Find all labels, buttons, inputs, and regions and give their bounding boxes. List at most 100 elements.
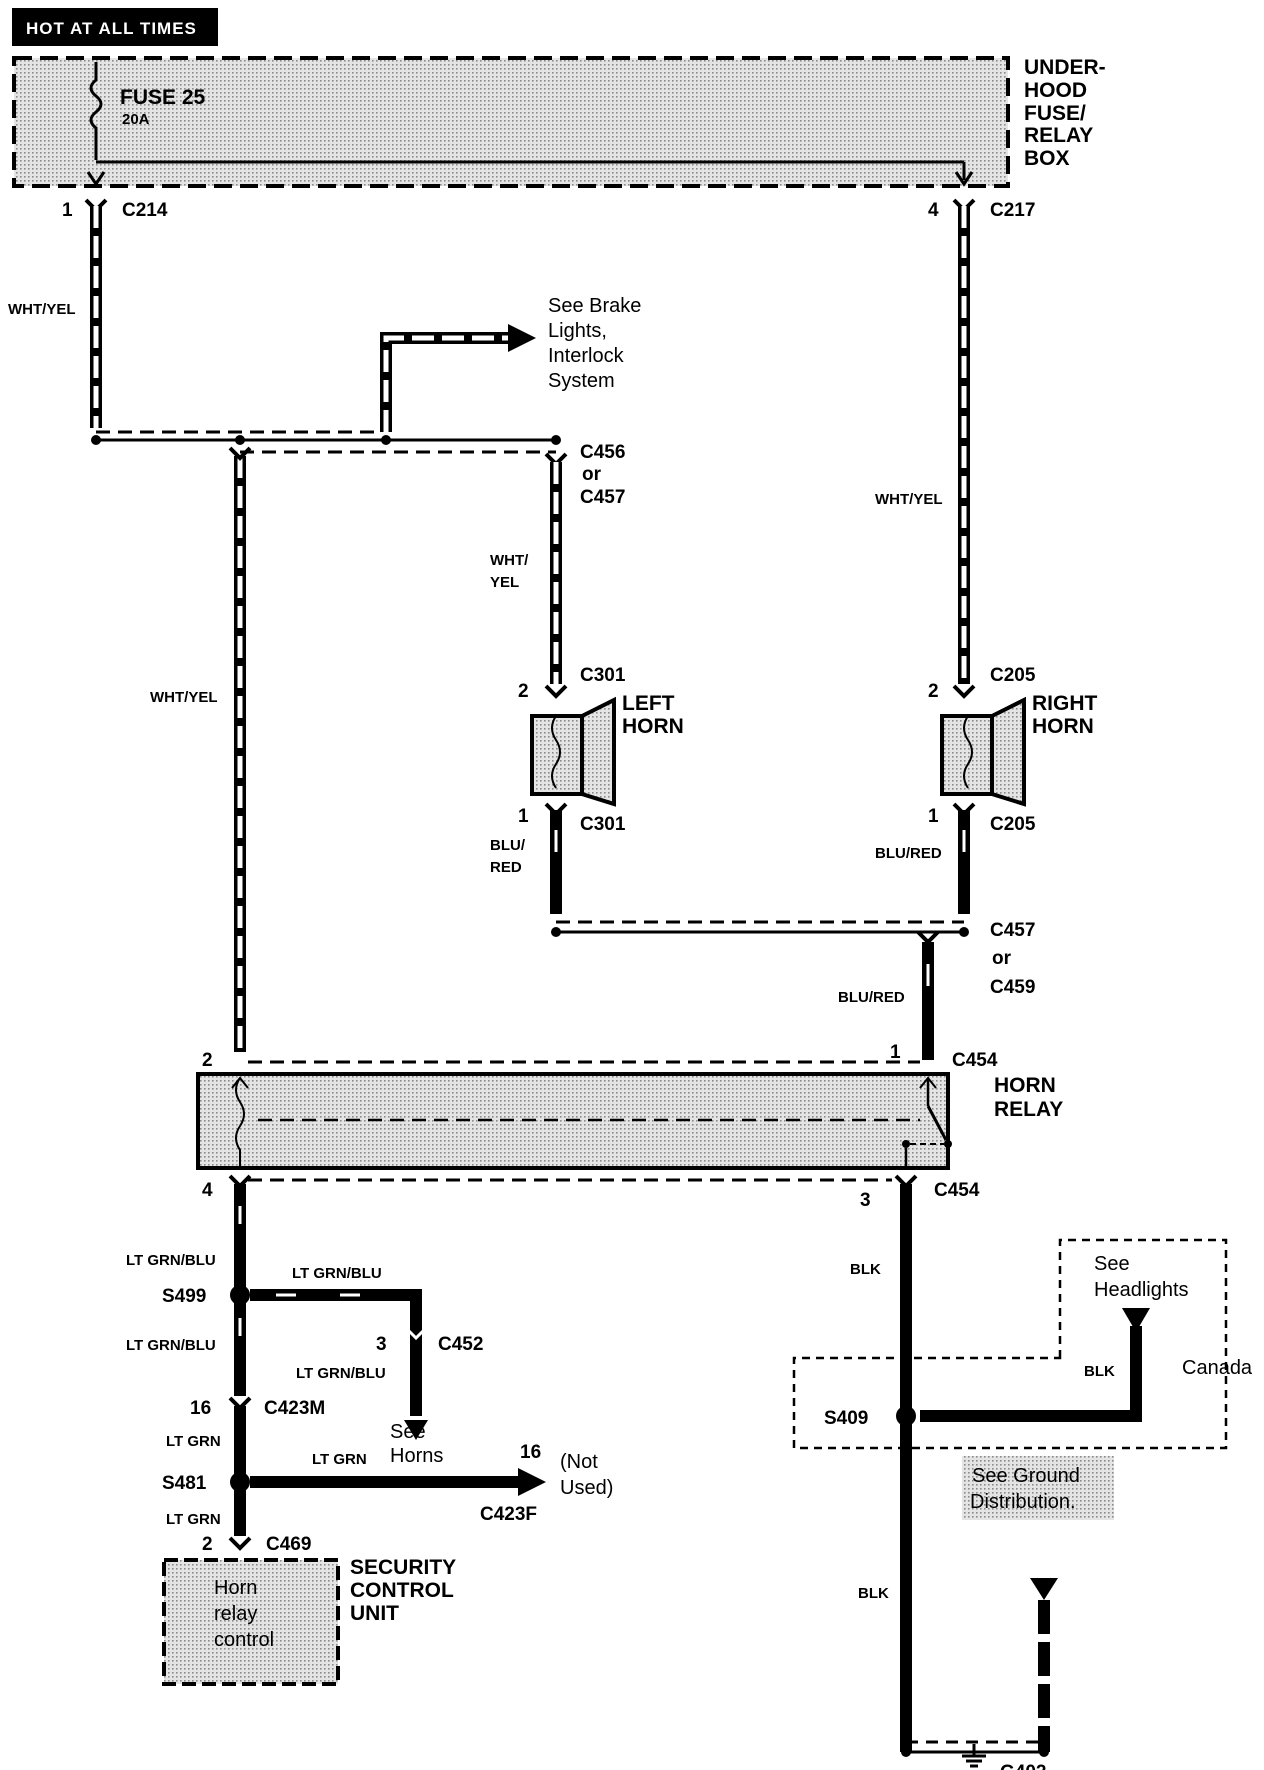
left-horn [530, 684, 616, 817]
wire-label-blu-red-left-2: RED [490, 859, 522, 876]
splice-s499 [230, 1285, 250, 1305]
wire-label-blu-red-right: BLU/RED [875, 845, 942, 862]
ref-brake-4: System [548, 370, 615, 392]
header-label: HOT AT ALL TIMES [26, 19, 197, 38]
wire-label-left-horn-2: YEL [490, 574, 519, 591]
wire-label-c217: WHT/YEL [875, 491, 943, 508]
ground-symbol [962, 1744, 986, 1768]
c457-line-2: or [992, 948, 1012, 969]
c469-name: C469 [266, 1534, 311, 1555]
fuse-box-title-3: FUSE/ [1024, 102, 1086, 125]
bus-wht-yel [91, 430, 561, 454]
ref-headlights-1: See [1094, 1253, 1130, 1275]
wire-label-left-horn-1: WHT/ [490, 552, 529, 569]
wire-label-lg-1: LT GRN [166, 1433, 221, 1450]
wire-label-relay-feed: WHT/YEL [150, 689, 218, 706]
c469-connector [228, 1536, 252, 1551]
c423f-pin: 16 [520, 1442, 541, 1463]
c205-top-pin: 2 [928, 681, 939, 702]
right-horn-label-1: RIGHT [1032, 692, 1098, 715]
c456-line-2: or [582, 464, 602, 485]
ref-not-used-1: (Not [560, 1451, 598, 1473]
ref-brake-2: Lights, [548, 320, 607, 342]
c301-top-name: C301 [580, 665, 626, 686]
c301-bot-name: C301 [580, 814, 626, 835]
c217-name: C217 [990, 200, 1035, 221]
security-label-2: CONTROL [350, 1579, 454, 1602]
wire-wht-yel-relay [228, 446, 252, 1052]
wire-label-lgb-3: LT GRN/BLU [292, 1265, 382, 1282]
wire-label-blk-1: BLK [850, 1261, 881, 1278]
fuse-box-title-1: UNDER- [1024, 56, 1106, 79]
security-inner-3: control [214, 1629, 274, 1651]
splice-s409 [896, 1406, 916, 1426]
c454-bot-pin-left: 4 [202, 1180, 213, 1201]
ground-ref-shade [962, 1456, 1114, 1520]
c205-bot-pin: 1 [928, 806, 939, 827]
splice-s481 [230, 1472, 250, 1492]
c214-name: C214 [122, 200, 168, 221]
wire-label-blk-3: BLK [1084, 1363, 1115, 1380]
c423m-pin: 16 [190, 1398, 211, 1419]
ref-headlights-2: Headlights [1094, 1279, 1189, 1301]
ref-brake-3: Interlock [548, 345, 625, 367]
horn-relay [196, 1072, 952, 1170]
fuse-box-title-2: HOOD [1024, 79, 1087, 102]
wire-to-c423f [250, 1468, 546, 1496]
c205-top-name: C205 [990, 665, 1036, 686]
wire-to-horns [250, 1289, 428, 1440]
left-horn-label-1: LEFT [622, 692, 675, 715]
c454-bot-name: C454 [934, 1180, 980, 1201]
wire-label-blu-red-relay: BLU/RED [838, 989, 905, 1006]
security-label-3: UNIT [350, 1602, 399, 1625]
g402-label: G402 [1000, 1762, 1046, 1770]
wire-label-lgb-1: LT GRN/BLU [126, 1252, 216, 1269]
c454-top-pin-left: 2 [202, 1050, 213, 1071]
right-horn-label-2: HORN [1032, 715, 1094, 738]
left-horn-label-2: HORN [622, 715, 684, 738]
c423m-name: C423M [264, 1398, 325, 1419]
wire-label-lgb-2: LT GRN/BLU [126, 1337, 216, 1354]
fuse-rating: 20A [122, 111, 150, 128]
ref-ground-1: See Ground [972, 1465, 1080, 1487]
c214-pin: 1 [62, 200, 73, 221]
wire-label-lgb-4: LT GRN/BLU [296, 1365, 386, 1382]
c452-pin: 3 [376, 1334, 387, 1355]
c456-line-3: C457 [580, 487, 625, 508]
header-box [12, 8, 218, 46]
fuse-box-title-4: RELAY [1024, 124, 1093, 147]
wire-blk-ground-branch [1030, 1578, 1058, 1752]
ref-horns-1: See [390, 1421, 426, 1443]
wire-to-brake-lights [380, 324, 536, 432]
ref-horns-2: Horns [390, 1445, 443, 1467]
c457-line-3: C459 [990, 977, 1035, 998]
c457-line-1: C457 [990, 920, 1035, 941]
c217-pin: 4 [928, 200, 939, 221]
ref-not-used-2: Used) [560, 1477, 613, 1499]
c301-top-pin: 2 [518, 681, 529, 702]
security-label-1: SECURITY [350, 1556, 456, 1579]
c454-bot-pin-right: 3 [860, 1190, 871, 1211]
c452-name: C452 [438, 1334, 483, 1355]
canada-label: Canada [1182, 1357, 1253, 1379]
s481-label: S481 [162, 1473, 207, 1494]
c454-top-name: C454 [952, 1050, 998, 1071]
horn-relay-label-1: HORN [994, 1074, 1056, 1097]
wire-label-lg-3: LT GRN [312, 1451, 367, 1468]
s409-label: S409 [824, 1408, 868, 1429]
security-inner-2: relay [214, 1603, 257, 1625]
c454-top-pin-right: 1 [890, 1042, 901, 1063]
bus-blu-red [551, 920, 969, 945]
fuse-box-title-5: BOX [1024, 147, 1070, 170]
wire-label-c214: WHT/YEL [8, 301, 76, 318]
c469-pin: 2 [202, 1534, 213, 1555]
security-inner-1: Horn [214, 1577, 257, 1599]
fuse-relay-box [12, 56, 1010, 188]
horn-relay-label-2: RELAY [994, 1098, 1063, 1121]
s499-label: S499 [162, 1286, 206, 1307]
right-horn [940, 684, 1026, 817]
c423f-name: C423F [480, 1504, 537, 1525]
wire-label-blu-red-left-1: BLU/ [490, 837, 526, 854]
fuse-label: FUSE 25 [120, 86, 206, 109]
